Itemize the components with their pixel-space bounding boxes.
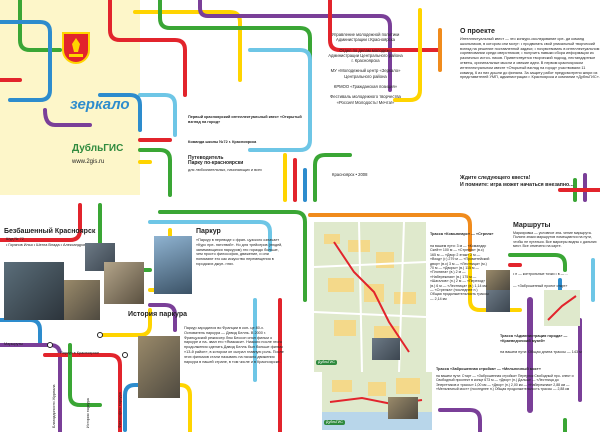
- photo-team-2: [4, 262, 64, 320]
- guide-subtitle: для любознательных, начинающих и всех: [188, 168, 262, 172]
- routes-legend-1: • п — контрольные точки • в — ...: [513, 272, 569, 276]
- route1-lines: на вашем пути: 3 м — «Командир Скейт» 10…: [430, 244, 490, 301]
- route3-title: Трасса «Администрация города» — «Краевед…: [500, 334, 568, 343]
- lion-icon: [69, 38, 83, 57]
- team-label: Команда школы №72 г. Красноярска: [188, 140, 257, 144]
- route2-title: Трасса «Заброшенная стройка» — «Мельничн…: [436, 367, 541, 371]
- remember-note: И помните: игра может начаться внезапно.…: [460, 182, 574, 188]
- legend-parkour-krsk: Паркур в Красноярске: [60, 351, 100, 355]
- route2-lines: на вашем пути: Старт — «Заброшенная стро…: [436, 374, 574, 392]
- photo-team-4: [104, 262, 144, 304]
- parkour-body: «Паркур в переводе с фран- цузского озна…: [196, 238, 283, 266]
- photo-history: [138, 336, 180, 398]
- coat-of-arms: [62, 32, 90, 64]
- year-label: Красноярск • 2008: [332, 172, 368, 177]
- photo-route-2: [486, 270, 510, 290]
- map-badge-2: ДубльГИС: [324, 420, 345, 425]
- team-members: • Горянов Илья • Шегла Влада • Александр…: [6, 243, 102, 247]
- team-number: Шуд № 72: [6, 237, 24, 241]
- legend-history: История паркура: [86, 398, 90, 428]
- map-3-streets: [547, 295, 577, 321]
- photo-route-3: [486, 290, 510, 312]
- routes-title: Маршруты: [513, 222, 551, 229]
- quest-title: Первый красноярский интеллектуальный кве…: [188, 115, 302, 124]
- dublgis-logo: ДубльГИС: [72, 140, 127, 156]
- about-title: О проекте: [460, 28, 495, 35]
- legend-thanks: Благодарности Журнала: [52, 384, 56, 428]
- about-body: Интеллектуальный квест — это конкурс-исс…: [460, 37, 600, 80]
- routes-body: Маркировка — условное зна- чение маршрут…: [513, 231, 597, 249]
- organizers-block: Управление молодежной политики Администр…: [328, 32, 403, 105]
- route-map-3[interactable]: [544, 290, 580, 326]
- route1-title: Трасса «Комьюнарс» — «Стрелк»: [430, 232, 494, 236]
- station-dot-2: [97, 332, 103, 338]
- station-dot-1: [47, 342, 53, 348]
- photo-route-4: [388, 397, 418, 419]
- legend-philosophy: Философия паркура: [118, 392, 122, 428]
- station-dot-3: [122, 352, 128, 358]
- team-title: Безбашенный Красноярск: [4, 228, 96, 235]
- zerkalo-logo: зеркало: [70, 96, 130, 113]
- map-route-1[interactable]: [314, 222, 426, 372]
- photo-team-3: [64, 280, 100, 320]
- guide-title: Путеводитель Парку по-красноярски: [188, 155, 244, 167]
- next-quest: Ждите следующего квеста!: [460, 175, 531, 181]
- history-body: Паркур зародился во Франции в кон- це 80…: [184, 326, 284, 364]
- map-1-streets: [314, 222, 426, 372]
- dublgis-site[interactable]: www.2gis.ru: [72, 159, 105, 165]
- parkour-title: Паркур: [196, 228, 221, 235]
- photo-route-1: [372, 338, 400, 360]
- route3-lines: на вашем пути: Общая длина трассы — 143 …: [500, 350, 582, 354]
- map-badge-1: ДубльГИС: [316, 360, 337, 365]
- routes-legend-2: — «Заброшенный проект старт»: [513, 284, 568, 288]
- legend-routes: Маршруты: [4, 342, 23, 346]
- history-title: История паркура: [128, 311, 188, 318]
- photo-parkour: [154, 236, 192, 294]
- dublgis-label: ДубльГИС: [72, 142, 124, 154]
